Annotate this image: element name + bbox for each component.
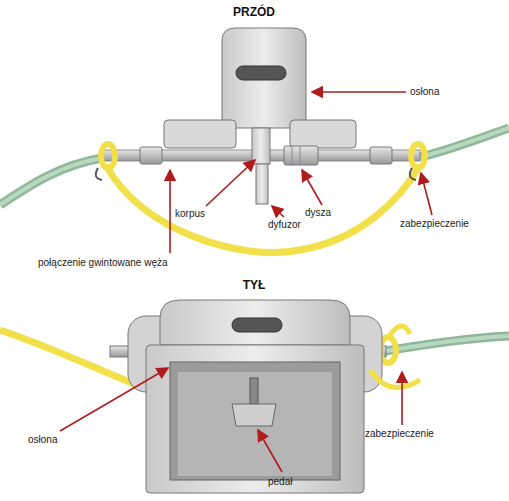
part-label: zabezpieczenie: [400, 218, 469, 230]
part-label: dyfuzor: [268, 219, 301, 231]
part-label: pedał: [268, 476, 292, 488]
part-label: korpus: [175, 208, 205, 220]
part-label: osłona: [410, 86, 439, 98]
part-label: zabezpieczenie: [365, 428, 434, 440]
part-label: dysza: [305, 207, 331, 219]
part-label: osłona: [28, 434, 57, 446]
view-heading: PRZÓD: [233, 6, 275, 18]
view-heading: TYŁ: [243, 279, 266, 291]
part-label: połączenie gwintowane węża: [38, 257, 168, 269]
